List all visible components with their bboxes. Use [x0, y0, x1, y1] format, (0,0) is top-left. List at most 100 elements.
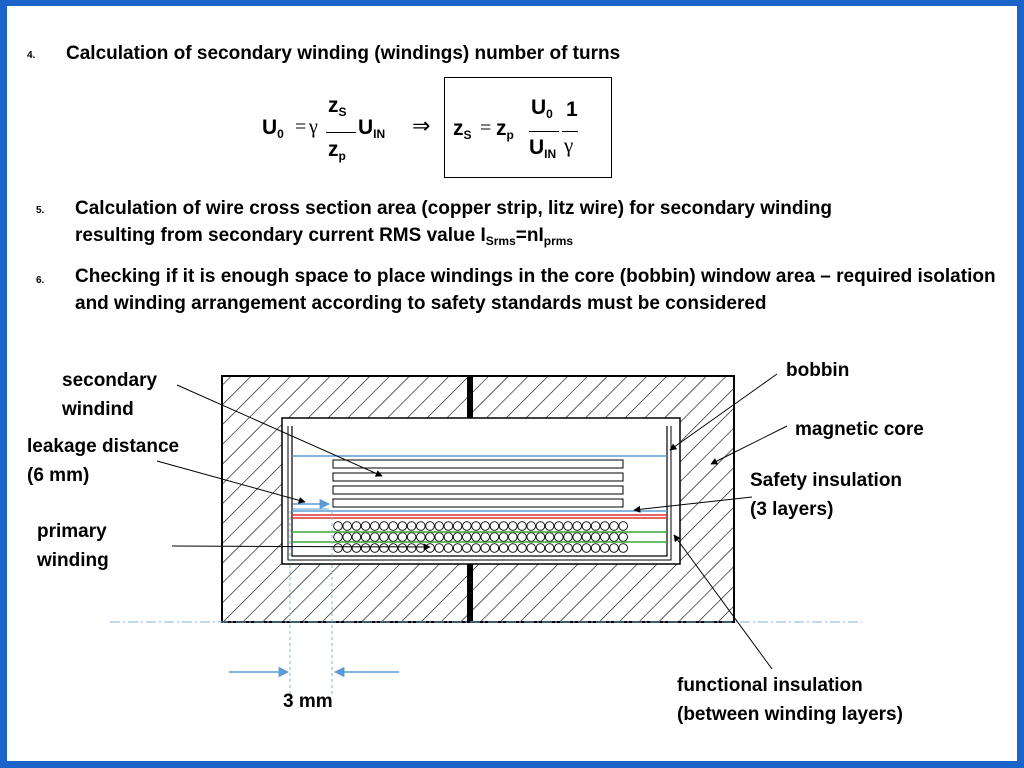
item-5-text: Calculation of wire cross section area (… — [75, 195, 1005, 249]
secondary-winding — [332, 459, 624, 508]
primary-wire-turn — [406, 543, 417, 553]
item-6-number: 6. — [36, 275, 45, 286]
primary-wire-turn — [416, 521, 426, 531]
primary-wire-turn — [508, 532, 518, 542]
primary-wire-turn — [618, 532, 628, 542]
primary-wire-turn — [535, 521, 546, 531]
box-frac1-num-sub: 0 — [546, 107, 553, 121]
primary-wire-turn — [370, 521, 380, 531]
leader-secondary — [176, 384, 383, 477]
primary-wire-turn — [508, 521, 518, 531]
item-5-sub-prms: prms — [543, 234, 574, 248]
primary-wire-turn — [425, 543, 435, 553]
item-5-number: 5. — [36, 205, 45, 216]
formula-equals: = — [295, 116, 307, 138]
box-frac1-den-sub: IN — [544, 147, 557, 161]
formula-num-var: z — [328, 94, 339, 117]
primary-winding — [333, 521, 628, 553]
primary-wire-turn — [333, 543, 343, 553]
primary-wire-turn — [572, 521, 582, 531]
primary-wire-turn — [360, 521, 371, 531]
leader-safety — [633, 496, 753, 513]
leader-functional — [673, 534, 773, 670]
primary-wire-turn — [434, 543, 444, 553]
primary-wire-turn — [397, 543, 408, 553]
primary-wire-turn — [581, 543, 592, 553]
primary-wire-turn — [333, 532, 343, 542]
primary-wire-turn — [563, 532, 573, 542]
primary-wire-turn — [351, 532, 362, 542]
primary-wire-turn — [563, 521, 573, 531]
leader-primary — [171, 543, 431, 551]
box-frac2-num: 1 — [566, 98, 578, 121]
item-5-mid: =nI — [515, 225, 544, 246]
formula-box: zS = zp U0 UIN 1 γ — [444, 77, 612, 178]
primary-wire-turn — [425, 532, 435, 542]
box-frac1-den-var: U — [529, 136, 545, 159]
primary-wire-turn — [489, 532, 500, 542]
primary-wire-turn — [544, 521, 555, 531]
box-frac1-den: UIN — [529, 136, 556, 160]
primary-wire-turn — [379, 543, 389, 553]
primary-wire-turn — [489, 521, 500, 531]
primary-wire-turn — [452, 543, 463, 553]
heading-number: 4. — [27, 50, 36, 61]
item-5-sub-srms: Srms — [485, 234, 516, 248]
box-zs-sub: S — [463, 128, 472, 142]
primary-wire-turn — [480, 521, 490, 531]
primary-wire-turn — [544, 532, 555, 542]
primary-wire-turn — [600, 521, 610, 531]
primary-wire-turn — [581, 521, 592, 531]
primary-wire-turn — [572, 532, 582, 542]
primary-wire-turn — [609, 521, 619, 531]
primary-wire-turn — [379, 532, 389, 542]
primary-wire-turn — [581, 532, 592, 542]
primary-wire-turn — [443, 532, 454, 542]
primary-wire-turn — [443, 543, 454, 553]
transformer-window-diagram — [110, 373, 862, 696]
label-magnetic-core: magnetic core — [795, 419, 924, 440]
primary-wire-turn — [618, 521, 628, 531]
primary-wire-turn — [489, 543, 500, 553]
formula-left: U0 = γ zS zp UIN — [262, 92, 392, 172]
formula-numerator: zS — [328, 94, 347, 118]
primary-wire-turn — [379, 521, 389, 531]
primary-wire-turn — [535, 532, 546, 542]
primary-wire-turn — [342, 543, 352, 553]
box-zs: zS — [453, 117, 472, 141]
formula-fraction-bar — [326, 132, 356, 133]
label-secondary-winding: secondary windind — [62, 370, 158, 420]
leader-leakage — [156, 460, 306, 504]
primary-wire-turn — [572, 543, 582, 553]
formula-u0-var: U — [262, 116, 278, 139]
formula-u0: U0 — [262, 116, 284, 140]
box-zs-var: z — [453, 117, 464, 140]
primary-wire-turn — [416, 532, 426, 542]
secondary-strip — [332, 472, 624, 482]
primary-wire-turn — [609, 532, 619, 542]
formula-denominator: zp — [328, 138, 346, 162]
formula-den-sub: p — [338, 149, 346, 163]
primary-wire-turn — [498, 521, 509, 531]
primary-wire-turn — [535, 543, 546, 553]
box-frac2-den: γ — [564, 133, 574, 157]
formula-den-var: z — [328, 138, 339, 161]
primary-wire-turn — [480, 543, 490, 553]
primary-wire-turn — [406, 521, 417, 531]
leader-core — [710, 425, 788, 465]
primary-wire-turn — [471, 543, 481, 553]
primary-wire-turn — [443, 521, 454, 531]
secondary-strip — [332, 459, 624, 469]
item-5-line-2-text: resulting from secondary current RMS val… — [75, 225, 486, 246]
primary-wire-turn — [600, 532, 610, 542]
label-bobbin: bobbin — [786, 360, 850, 381]
primary-wire-turn — [554, 543, 564, 553]
primary-wire-turn — [498, 532, 509, 542]
primary-wire-turn — [554, 521, 564, 531]
primary-wire-turn — [406, 532, 417, 542]
primary-wire-turn — [416, 543, 426, 553]
primary-wire-turn — [452, 532, 463, 542]
bobbin-outline — [291, 426, 668, 557]
formula-gamma: γ — [309, 116, 318, 138]
box-equals: = — [480, 117, 492, 139]
